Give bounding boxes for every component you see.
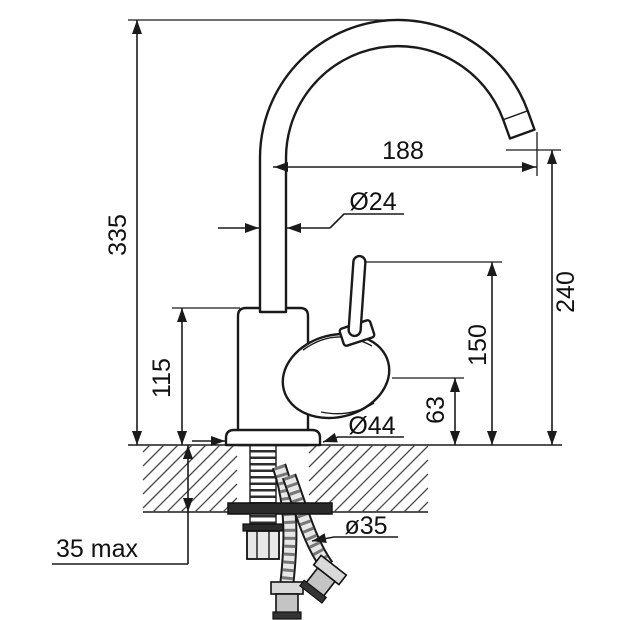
arrowhead (177, 308, 187, 322)
dim-outlet-height: 240 (552, 271, 580, 313)
arrowhead (287, 223, 301, 233)
mounting-nut-body (246, 530, 280, 560)
dim-lever-height: 150 (464, 324, 492, 366)
cartridge-housing (281, 332, 391, 420)
mounting-nut-facets (256, 531, 270, 559)
dim-tube-diameter-group: Ø24 (218, 188, 404, 233)
dim-total-height: 335 (104, 214, 132, 256)
dim-deck-thickness-group: 35 max (52, 445, 193, 565)
arrowhead (274, 162, 288, 172)
arrowhead (323, 432, 338, 443)
dim-outlet-height-group: 240 (506, 149, 580, 445)
dim-deck-thickness: 35 max (56, 535, 138, 563)
arrowhead (547, 431, 557, 445)
dim-cartridge-height-group: 63 (392, 377, 464, 445)
fitting-right-cap (299, 579, 328, 604)
hose-left-braid (273, 464, 296, 583)
arrowhead (450, 378, 460, 392)
leader-35max (52, 512, 189, 565)
mounting-assembly (227, 445, 348, 620)
faucet-body (236, 306, 310, 447)
fitting-left-nut (270, 581, 304, 595)
arrowhead (487, 431, 497, 445)
arrowhead (245, 223, 259, 233)
cartridge-housing-contour (302, 336, 373, 351)
hose-fitting-left (270, 581, 304, 620)
mounting-washer-plate (227, 502, 333, 515)
arrowhead (211, 436, 225, 446)
arrowhead (547, 150, 557, 164)
mounting-washer (242, 523, 284, 532)
dimensions-layer: 335 188 Ø24 240 (52, 19, 580, 565)
dim-hole-diameter-group: ø35 (311, 512, 398, 543)
dim-total-height-group: 335 (104, 19, 402, 445)
dim-spout-reach-group: 188 (273, 132, 538, 176)
arrowhead (177, 431, 187, 445)
dim-tube-diameter: Ø24 (349, 188, 396, 216)
countertop-hatch-left (142, 444, 238, 513)
dim-hole-diameter: ø35 (344, 512, 387, 540)
arrowhead (522, 162, 536, 172)
arrowhead (450, 431, 460, 445)
faucet (224, 18, 536, 447)
cartridge-housing-contour-2 (320, 402, 375, 415)
countertop-section (128, 444, 562, 513)
countertop-hatch-right (308, 444, 429, 513)
dim-base-diameter-group: Ø44 (192, 412, 404, 446)
dim-spout-reach: 188 (382, 137, 424, 165)
dim-cartridge-height: 63 (422, 396, 450, 424)
leader-o24 (329, 213, 404, 229)
arrowhead (312, 533, 327, 543)
dim-base-diameter: Ø44 (348, 412, 395, 440)
dim-body-height-group: 115 (148, 307, 240, 445)
arrowhead (183, 445, 193, 459)
arrowhead (132, 20, 142, 34)
fitting-left-cap (272, 611, 302, 620)
mounting-nut (242, 523, 284, 560)
lever-handle (347, 254, 367, 338)
hose-fitting-right (299, 554, 348, 604)
fitting-left-sleeve (275, 593, 299, 615)
arrowhead (487, 262, 497, 276)
dim-lever-height-group: 150 (366, 261, 502, 445)
spout-outlet-collar-line (502, 110, 528, 121)
arrowhead (132, 431, 142, 445)
dim-body-height: 115 (148, 358, 176, 398)
base-flange (224, 428, 322, 447)
arrowhead (183, 498, 193, 512)
